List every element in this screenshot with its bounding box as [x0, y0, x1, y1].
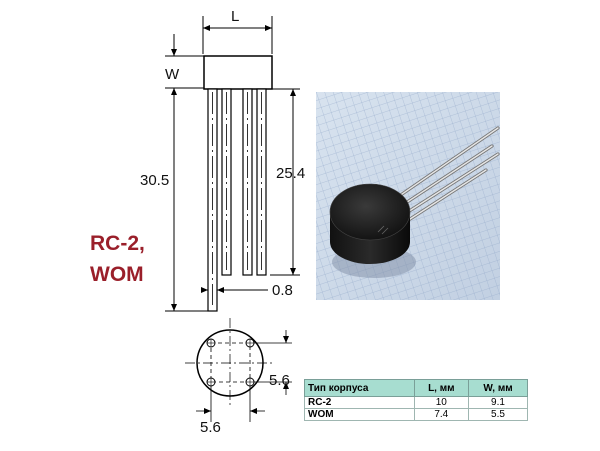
dim-lead-length: 25.4 — [276, 165, 305, 182]
pin-top-left — [206, 338, 216, 348]
pin-top-right — [245, 338, 255, 348]
table-cell-package: RC-2 — [304, 396, 415, 409]
package-label-line2: WOM — [90, 263, 144, 286]
table-cell-W: 9.1 — [468, 396, 528, 409]
package-bottom-view: 5.6 5.6 — [185, 318, 292, 436]
table-header-row: Тип корпуса L, мм W, мм — [304, 379, 528, 397]
dim-W-label: W — [165, 66, 180, 83]
package-side-view: L W 30.5 25.4 — [140, 8, 305, 312]
table-cell-package: WOM — [304, 408, 415, 421]
table-cell-W: 5.5 — [468, 408, 528, 421]
table-row: WOM 7.4 5.5 — [304, 408, 528, 421]
package-dimensions-table: Тип корпуса L, мм W, мм RC-2 10 9.1 WOM … — [304, 379, 528, 421]
package-label-line1: RC-2, — [90, 232, 145, 255]
pin-bottom-left — [206, 377, 216, 387]
pin-bottom-right — [245, 377, 255, 387]
table-header-W: W, мм — [468, 379, 528, 397]
dim-lead-width: 0.8 — [272, 282, 293, 299]
dim-L-label: L — [231, 8, 239, 25]
component-photo-image — [316, 92, 500, 300]
table-row: RC-2 10 9.1 — [304, 396, 528, 409]
table-header-package-type: Тип корпуса — [304, 379, 415, 397]
dim-total-length: 30.5 — [140, 172, 169, 189]
component-photo — [316, 92, 500, 300]
table-cell-L: 10 — [413, 396, 470, 409]
table-header-L: L, мм — [413, 379, 470, 397]
dim-pitch-x: 5.6 — [200, 419, 221, 436]
dim-pitch-y: 5.6 — [269, 372, 290, 389]
table-cell-L: 7.4 — [413, 408, 470, 421]
